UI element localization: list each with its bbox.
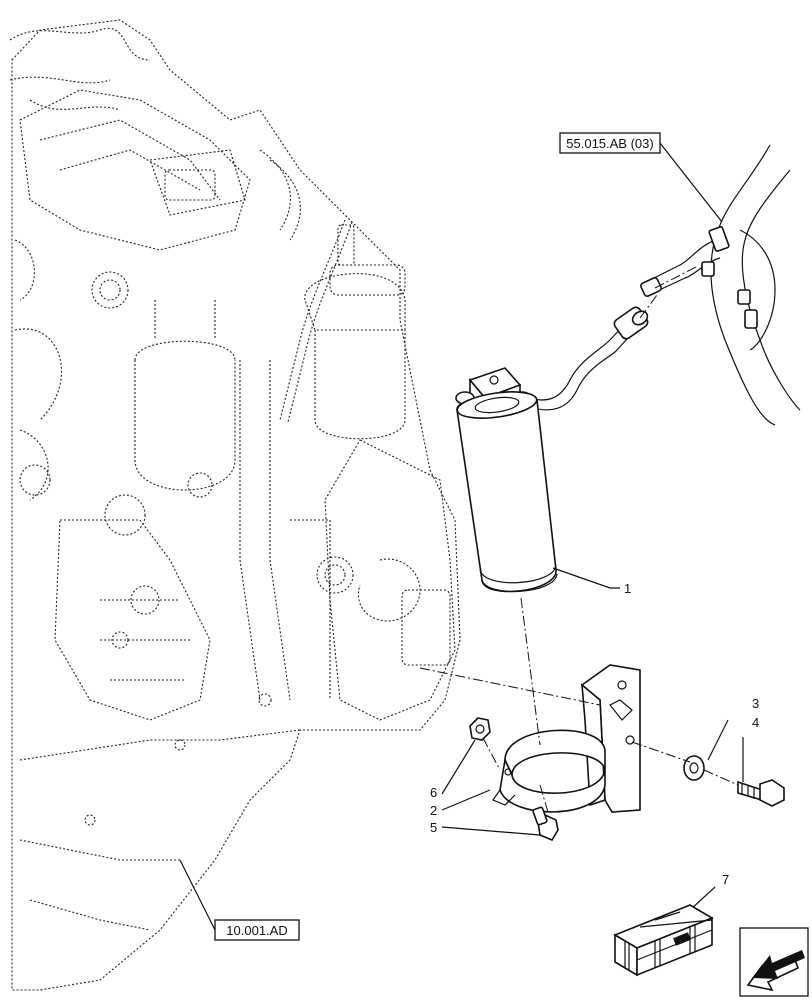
callout-numbers: 1 2 3 4 5 6 7 (430, 581, 759, 887)
callout-2: 2 (430, 803, 437, 818)
reference-text-bottom: 10.001.AD (226, 923, 287, 938)
callout-3: 3 (752, 696, 759, 711)
previous-page-arrow-icon[interactable] (739, 927, 809, 997)
screw-part-5[interactable] (532, 806, 559, 842)
callout-4: 4 (752, 715, 759, 730)
reference-text-top: 55.015.AB (03) (566, 136, 653, 151)
bolt-part-4[interactable] (737, 779, 785, 807)
shipping-crate-icon[interactable] (613, 904, 714, 977)
callout-7: 7 (722, 872, 729, 887)
assembly-center-lines (419, 265, 739, 813)
reference-label-top[interactable]: 55.015.AB (03) (559, 132, 661, 154)
callout-6: 6 (430, 785, 437, 800)
callout-5: 5 (430, 820, 437, 835)
receiver-drier-part-1[interactable] (455, 305, 650, 593)
callout-leaders (179, 142, 744, 931)
engine-phantom (9, 19, 461, 991)
callout-1: 1 (624, 581, 631, 596)
reference-label-bottom[interactable]: 10.001.AD (214, 919, 300, 941)
wiring-harness (640, 144, 801, 426)
washer-part-3[interactable] (683, 755, 705, 781)
bracket-part-2[interactable] (492, 664, 641, 813)
nut-part-6[interactable] (469, 717, 491, 741)
